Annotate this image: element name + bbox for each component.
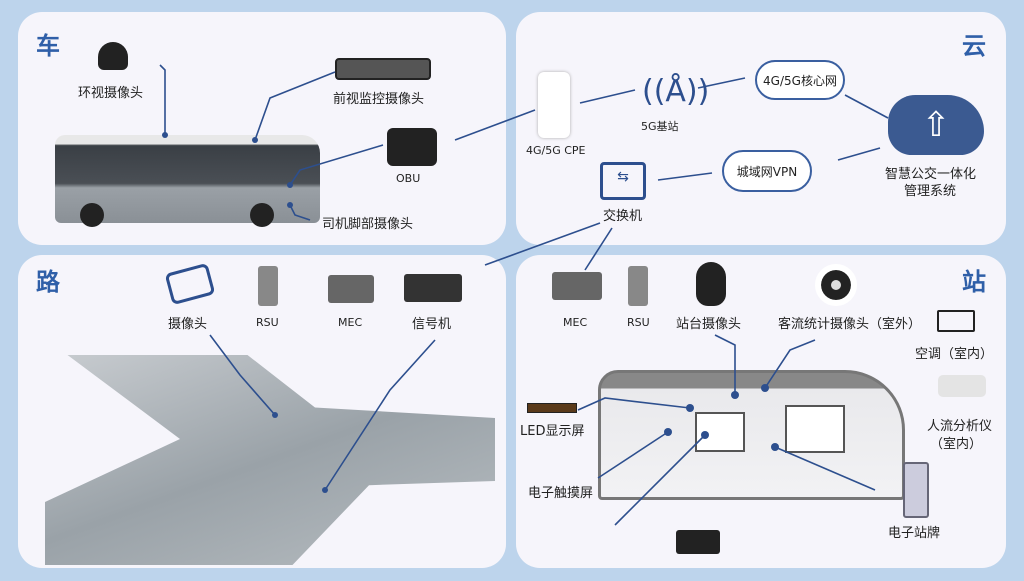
ptz-camera-icon xyxy=(696,262,726,306)
section-title-station: 站 xyxy=(962,268,986,296)
cpe-router-icon xyxy=(538,72,570,138)
section-title-cloud: 云 xyxy=(962,32,986,60)
rsu-device-icon xyxy=(628,266,648,306)
passenger-camera-label: 客流统计摄像头（室外） xyxy=(778,317,922,332)
flow-analyzer-label-line1: 人流分析仪 xyxy=(927,419,993,434)
switch-label: 交换机 xyxy=(603,209,643,224)
core-network-cloud: 4G/5G核心网 xyxy=(755,60,845,100)
switch-icon: ⇆ xyxy=(600,162,646,200)
led-display-icon xyxy=(527,403,577,413)
platform-label-line1: 智慧公交一体化 xyxy=(885,167,977,182)
station-rsu-label: RSU xyxy=(627,316,650,329)
obu-device-icon xyxy=(387,128,437,166)
cpe-label: 4G/5G CPE xyxy=(526,144,586,157)
mirror-camera-icon xyxy=(335,58,431,80)
base-station-label: 5G基站 xyxy=(641,120,679,133)
edge-box-icon xyxy=(676,530,720,554)
touch-screen-label: 电子触摸屏 xyxy=(528,486,594,501)
cloud-upload-icon: ⇧ xyxy=(888,95,984,155)
turret-camera-icon xyxy=(815,264,857,306)
shelter-ad-screen xyxy=(785,405,845,453)
road-camera-label: 摄像头 xyxy=(168,317,208,332)
core-network-label: 4G/5G核心网 xyxy=(763,73,837,88)
dome-camera-icon xyxy=(98,42,128,70)
platform-label-line2: 管理系统 xyxy=(904,184,957,199)
led-display-label: LED显示屏 xyxy=(520,424,585,439)
mec-device-icon xyxy=(552,272,602,300)
road-rsu-label: RSU xyxy=(256,316,279,329)
e-sign-label: 电子站牌 xyxy=(888,526,941,541)
flow-analyzer-icon xyxy=(938,375,986,397)
bus-wheel xyxy=(80,203,104,227)
ac-label: 空调（室内） xyxy=(915,347,994,362)
section-title-road: 路 xyxy=(36,268,60,296)
shelter-ad-screen xyxy=(695,412,745,452)
surround-camera-label: 环视摄像头 xyxy=(78,86,144,101)
air-conditioner-icon xyxy=(937,310,975,332)
section-title-vehicle: 车 xyxy=(36,32,60,60)
driver-foot-camera-label: 司机脚部摄像头 xyxy=(322,217,414,232)
signal-controller-label: 信号机 xyxy=(412,317,452,332)
metro-vpn-cloud: 城域网VPN xyxy=(722,150,812,192)
front-camera-label: 前视监控摄像头 xyxy=(333,92,425,107)
station-mec-label: MEC xyxy=(563,316,588,329)
signal-controller-icon xyxy=(404,274,462,302)
rsu-device-icon xyxy=(258,266,278,306)
bus-shelter-image xyxy=(598,370,905,500)
platform-camera-label: 站台摄像头 xyxy=(676,317,742,332)
road-mec-label: MEC xyxy=(338,316,363,329)
e-sign-kiosk-icon xyxy=(903,462,929,518)
obu-label: OBU xyxy=(396,172,421,185)
metro-vpn-label: 城域网VPN xyxy=(736,164,798,179)
flow-analyzer-label-line2: （室内） xyxy=(930,437,983,452)
mec-device-icon xyxy=(328,275,374,303)
antenna-tower-icon: ((Å)) xyxy=(642,74,710,109)
bus-wheel xyxy=(250,203,274,227)
